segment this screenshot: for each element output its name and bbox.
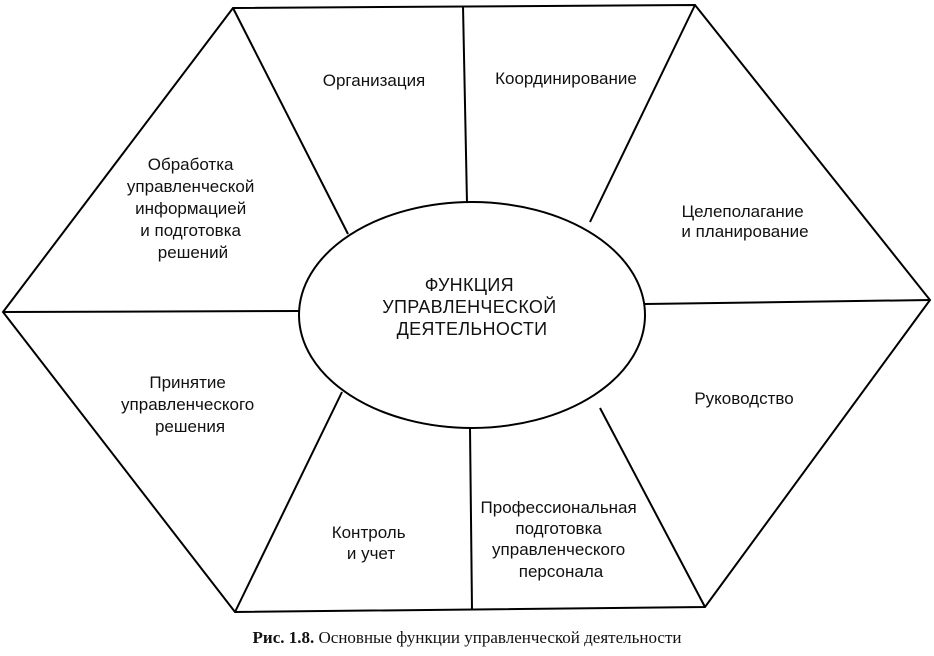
divider-top-right [589,4,696,223]
divider-right [644,299,931,305]
divider-bottom-left [234,391,343,613]
center-title: ФУНКЦИЯ УПРАВЛЕНЧЕСКОЙ ДЕЯТЕЛЬНОСТИ [382,275,562,339]
label-control: Контроль и учет [332,523,411,563]
label-goal-setting: Целеполагание и планирование [681,202,808,241]
center-line-2: УПРАВЛЕНЧЕСКОЙ [382,296,556,317]
center-ellipse [298,201,646,429]
label-training: Профессиональная подготовка управленческ… [481,498,642,581]
figure-number: Рис. 1.8. [252,628,315,647]
label-coordination: Координирование [495,69,637,88]
divider-top [462,5,468,204]
divider-bottom-right [599,407,706,608]
divider-left [2,310,301,313]
label-leadership: Руководство [694,389,793,408]
divider-bottom [469,427,473,611]
center-line-1: ФУНКЦИЯ [425,275,514,295]
figure-caption-text: Основные функции управленческой деятельн… [318,628,682,647]
label-decision: Принятие управленческого решения [121,373,259,436]
label-organization: Организация [323,71,426,90]
label-info-processing: Обработка управленческой информацией и п… [127,155,259,262]
divider-top-left [232,7,349,235]
center-line-3: ДЕЯТЕЛЬНОСТИ [397,319,548,339]
figure-caption: Рис. 1.8. Основные функции управленческо… [0,628,934,648]
